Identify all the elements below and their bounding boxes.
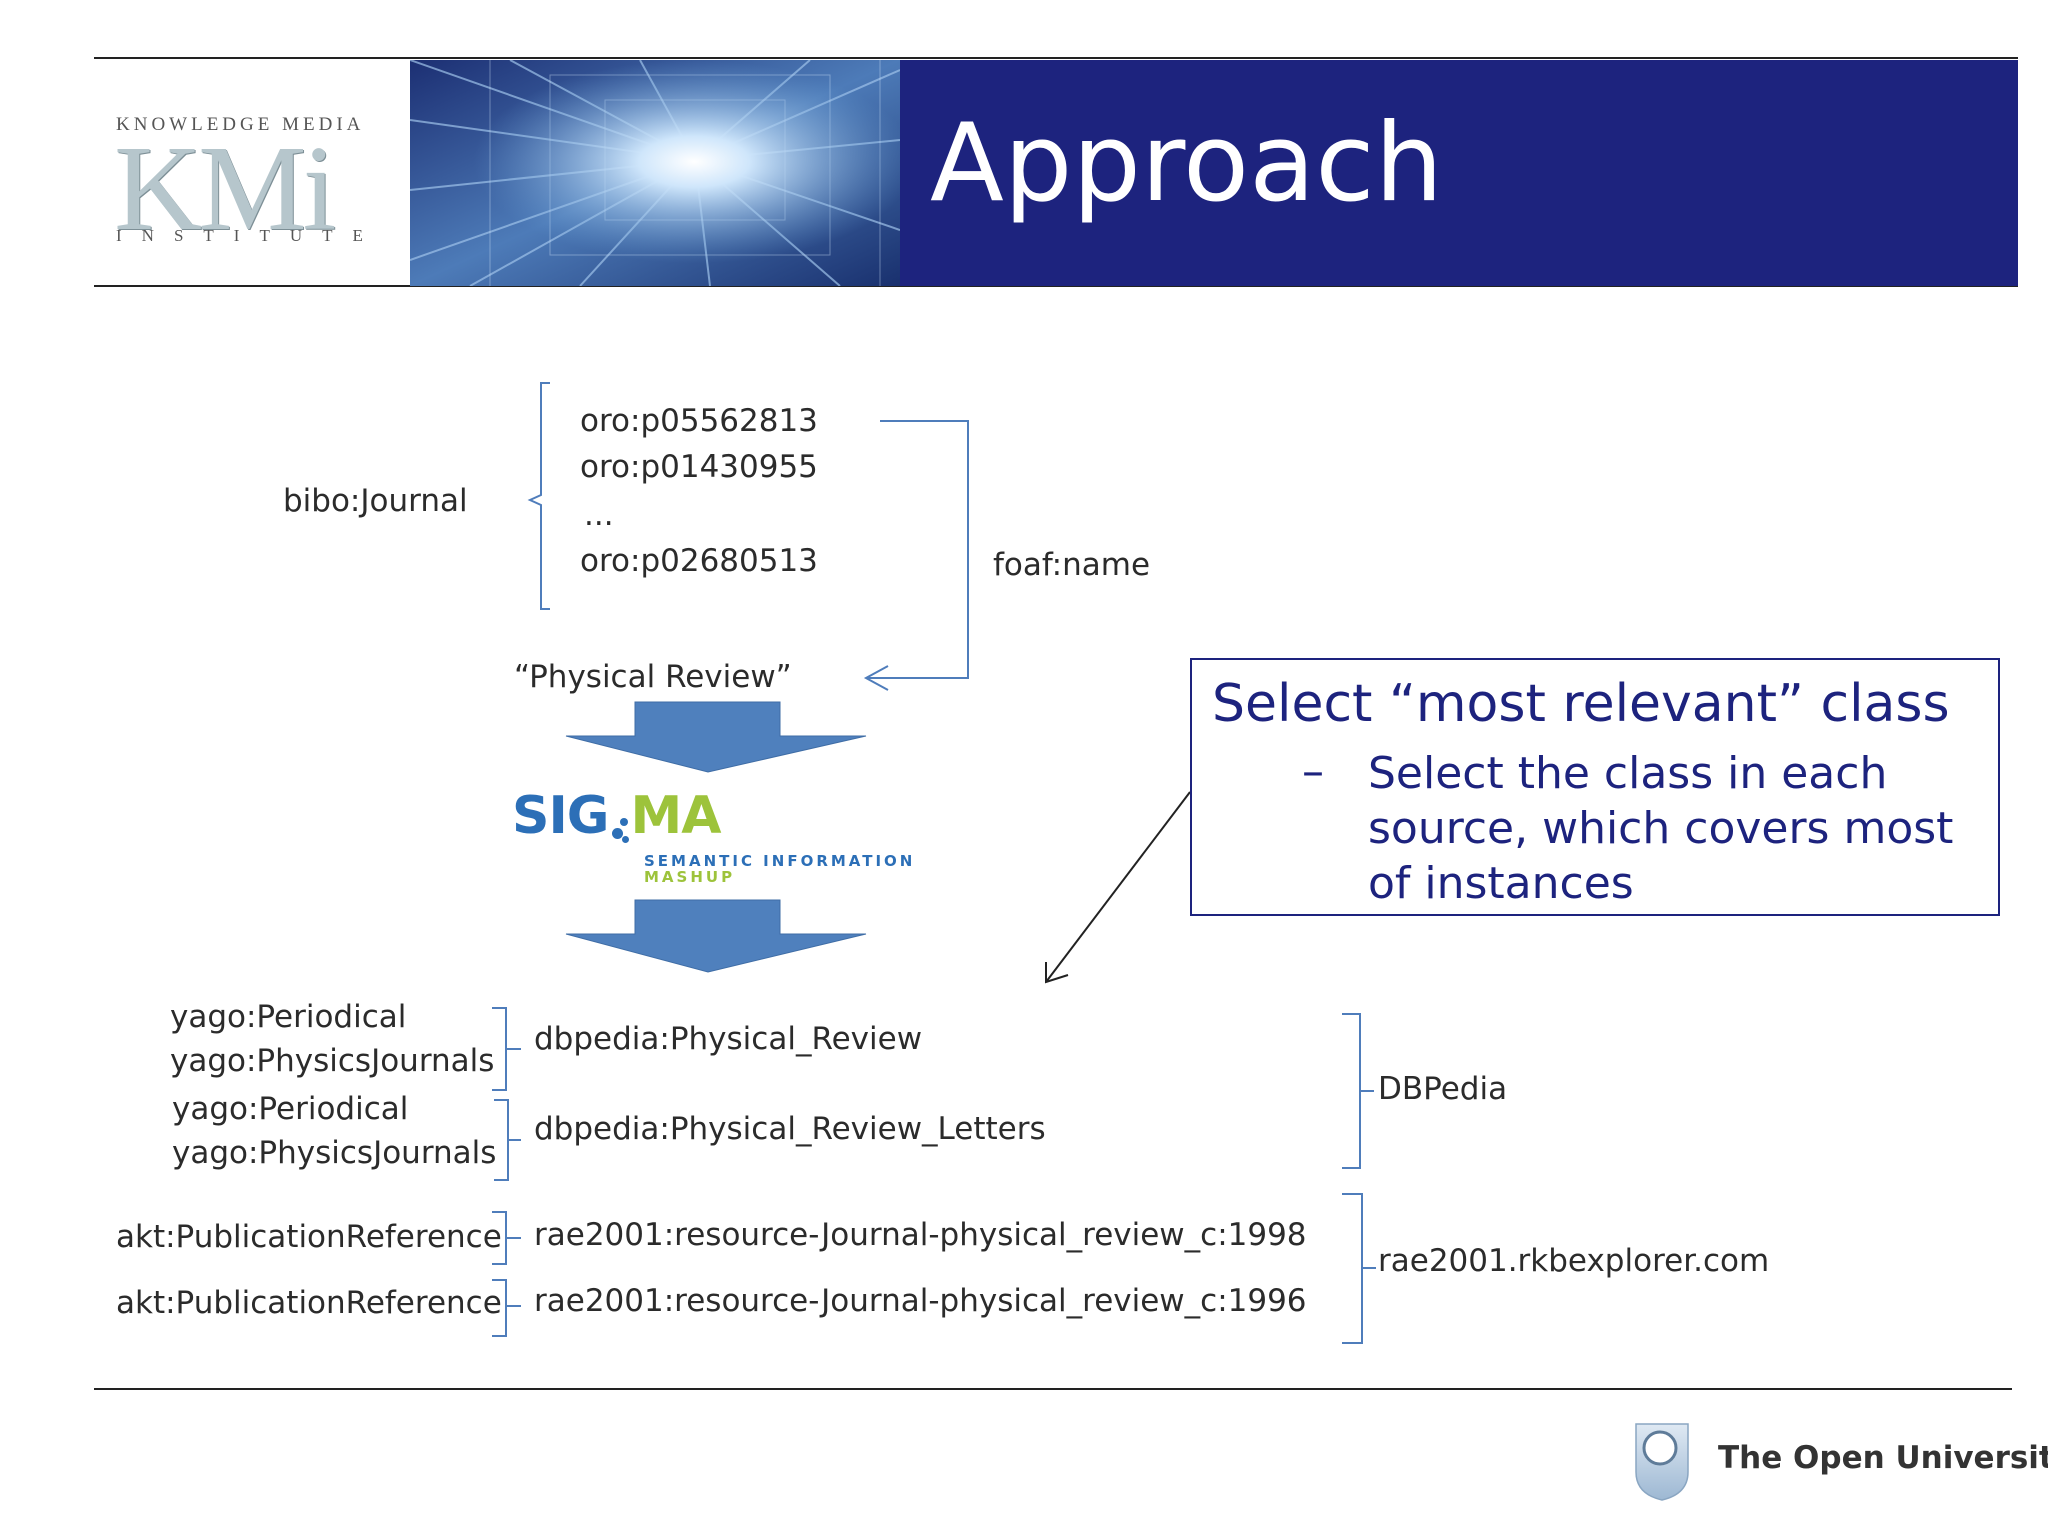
sigma-logo-ma: MA [630, 786, 721, 846]
block-arrow-upper [565, 701, 867, 773]
kmi-logo-wordmark: KMi [114, 121, 336, 256]
rae-source-label: rae2001.rkbexplorer.com [1378, 1243, 1770, 1279]
akt-class-label: akt:PublicationReference [116, 1219, 502, 1255]
open-university-name: The Open University [1718, 1440, 2048, 1476]
bibo-brace [527, 382, 550, 610]
header-bottom-rule [94, 285, 2018, 287]
open-university-shield-icon [1632, 1420, 1692, 1502]
property-label: foaf:name [993, 547, 1151, 583]
footer-rule [94, 1388, 2012, 1390]
callout-body: Select the class in each source, which c… [1368, 748, 1954, 909]
yago-class-label: yago:Periodical [172, 1091, 409, 1127]
yago-class-label: yago:PhysicsJournals [172, 1135, 497, 1171]
slide-title: Approach [930, 101, 1444, 226]
instance-item: oro:p05562813 [580, 403, 818, 439]
callout-pointer [1045, 791, 1191, 983]
rae-source-brace [1342, 1193, 1363, 1344]
dbpedia-resource-label: dbpedia:Physical_Review [534, 1021, 923, 1057]
instance-item: oro:p01430955 [580, 449, 818, 485]
rae-resource-label: rae2001:resource-Journal-physical_review… [534, 1217, 1307, 1253]
sigma-logo-subtitle-2: MASHUP [644, 868, 736, 886]
kmi-logo-bottom-text: INSTITUTE [116, 226, 383, 245]
sigma-logo-sig: SIG [512, 786, 609, 846]
name-value-label: “Physical Review” [514, 659, 792, 695]
sigma-logo-subtitle: SEMANTIC INFORMATION [644, 852, 916, 870]
header-top-rule [94, 57, 2018, 59]
header-banner-image [410, 60, 900, 286]
foaf-arrowhead [863, 665, 889, 691]
journal-class-label: bibo:Journal [283, 483, 468, 519]
akt-class-label: akt:PublicationReference [116, 1285, 502, 1321]
block-arrow-lower [565, 899, 867, 973]
callout-pointer-head [1045, 962, 1069, 984]
instance-item: oro:p02680513 [580, 543, 818, 579]
callout-bullet: – [1302, 746, 1324, 797]
callout-heading: Select “most relevant” class [1212, 674, 1950, 734]
dbpedia-source-brace [1342, 1013, 1361, 1169]
kmi-logo-top-text: KNOWLEDGE MEDIA [116, 114, 365, 135]
foaf-connector [868, 420, 969, 679]
yago-class-label: yago:PhysicsJournals [170, 1043, 495, 1079]
title-bar: Approach [900, 60, 2018, 286]
kmi-logo: KNOWLEDGE MEDIA KMi INSTITUTE [96, 60, 408, 286]
yago-class-label: yago:Periodical [170, 999, 407, 1035]
rae-resource-label: rae2001:resource-Journal-physical_review… [534, 1283, 1307, 1319]
rae-brace-2 [492, 1279, 507, 1337]
instance-item: ... [584, 497, 614, 533]
callout-box: Select “most relevant” class – Select th… [1190, 658, 2000, 916]
sigma-dots-icon [608, 802, 630, 843]
dbpedia-resource-label: dbpedia:Physical_Review_Letters [534, 1111, 1046, 1147]
dbpedia-source-label: DBPedia [1378, 1071, 1508, 1107]
